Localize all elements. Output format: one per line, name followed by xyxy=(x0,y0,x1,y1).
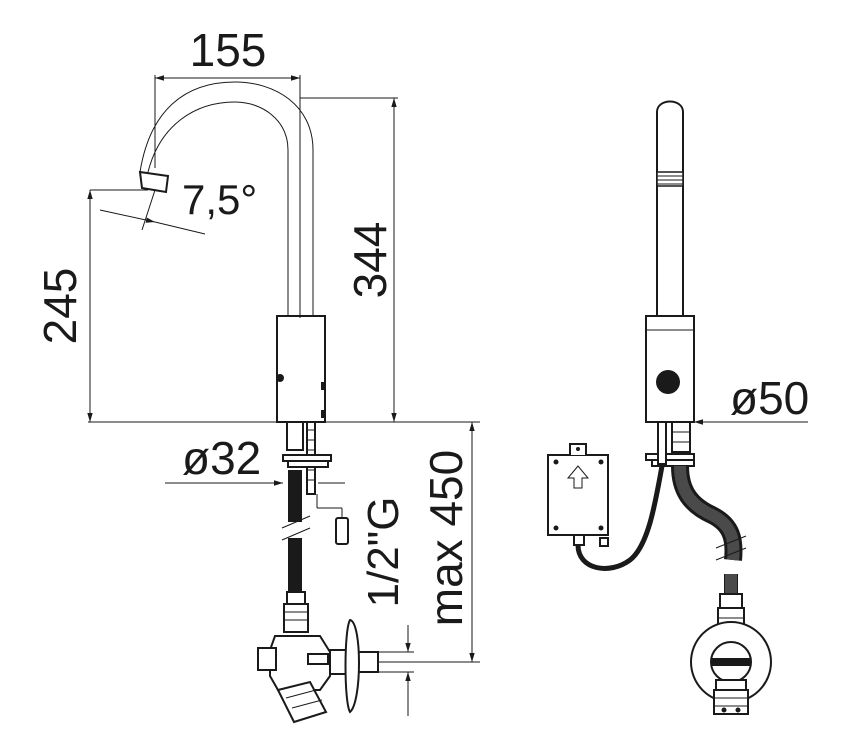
dim-max450: max 450 xyxy=(420,450,472,626)
check-valve xyxy=(335,517,349,545)
dim-angle: 7,5° xyxy=(182,176,257,223)
dim-dia32: ø32 xyxy=(182,432,261,484)
sensor-eye xyxy=(656,370,680,394)
angle-valve xyxy=(257,591,379,724)
sensor-cable xyxy=(575,465,665,571)
front-view: ø50 xyxy=(547,100,809,715)
arrow-up-icon xyxy=(566,465,590,489)
outlet-nut xyxy=(276,680,328,724)
valve-label xyxy=(307,653,329,665)
front-body xyxy=(645,315,695,423)
control-box xyxy=(547,443,609,547)
wall-rosette xyxy=(344,618,360,714)
spout-column xyxy=(656,100,684,317)
tap-body xyxy=(276,315,326,423)
aerator xyxy=(138,170,170,194)
dim-245: 245 xyxy=(34,268,86,345)
side-view: 155 7,5° 245 344 ø32 1/2"G max 450 xyxy=(34,24,480,724)
spout-gooseneck xyxy=(147,101,289,318)
dim-155: 155 xyxy=(190,24,267,76)
dim-344: 344 xyxy=(344,222,396,299)
sensor-side xyxy=(276,374,284,382)
front-angle-valve xyxy=(690,593,772,715)
dim-dia50: ø50 xyxy=(730,372,809,424)
dim-thread: 1/2"G xyxy=(359,496,408,607)
